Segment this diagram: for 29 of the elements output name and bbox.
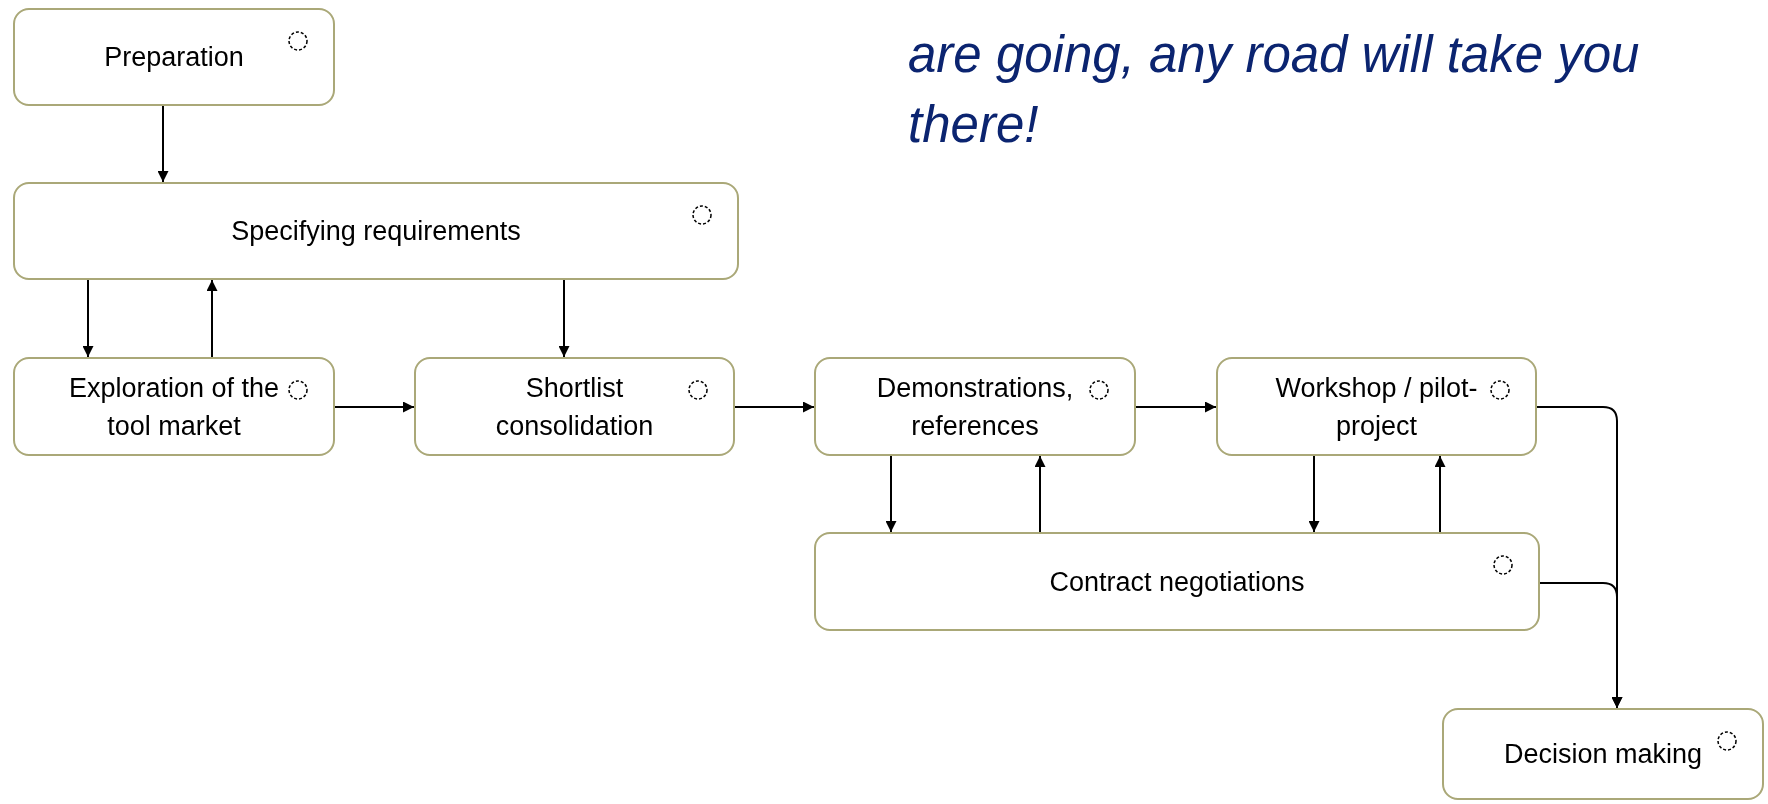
step-label: Specifying requirements	[231, 215, 521, 248]
step-label: Demonstrations, references	[875, 371, 1075, 443]
arrow	[206, 279, 218, 358]
arrow	[1308, 455, 1320, 533]
arrow	[734, 401, 815, 413]
step-label: Shortlist consolidation	[494, 371, 655, 443]
step-label: Decision making	[1503, 738, 1703, 771]
arrow	[334, 401, 415, 413]
step-label: Preparation	[104, 41, 244, 74]
process-box	[1216, 357, 1537, 456]
step-label: Exploration of the tool market	[67, 371, 281, 443]
process-box	[13, 357, 335, 456]
arrow	[1135, 401, 1217, 413]
process-box	[1442, 708, 1764, 800]
arrow	[157, 105, 169, 183]
arrow	[1539, 582, 1623, 709]
process-box	[13, 182, 739, 280]
arrow	[1434, 455, 1446, 533]
arrow	[82, 279, 94, 358]
arrow	[885, 455, 897, 533]
process-box	[13, 8, 335, 106]
step-label: Workshop / pilot-project	[1274, 371, 1479, 443]
arrow	[1034, 455, 1046, 533]
quote-text: are going, any road will take you there!	[908, 25, 1641, 155]
process-box	[414, 357, 735, 456]
process-box	[814, 532, 1540, 631]
step-label: Contract negotiations	[1049, 565, 1305, 599]
arrow	[558, 279, 570, 358]
process-box	[814, 357, 1136, 456]
